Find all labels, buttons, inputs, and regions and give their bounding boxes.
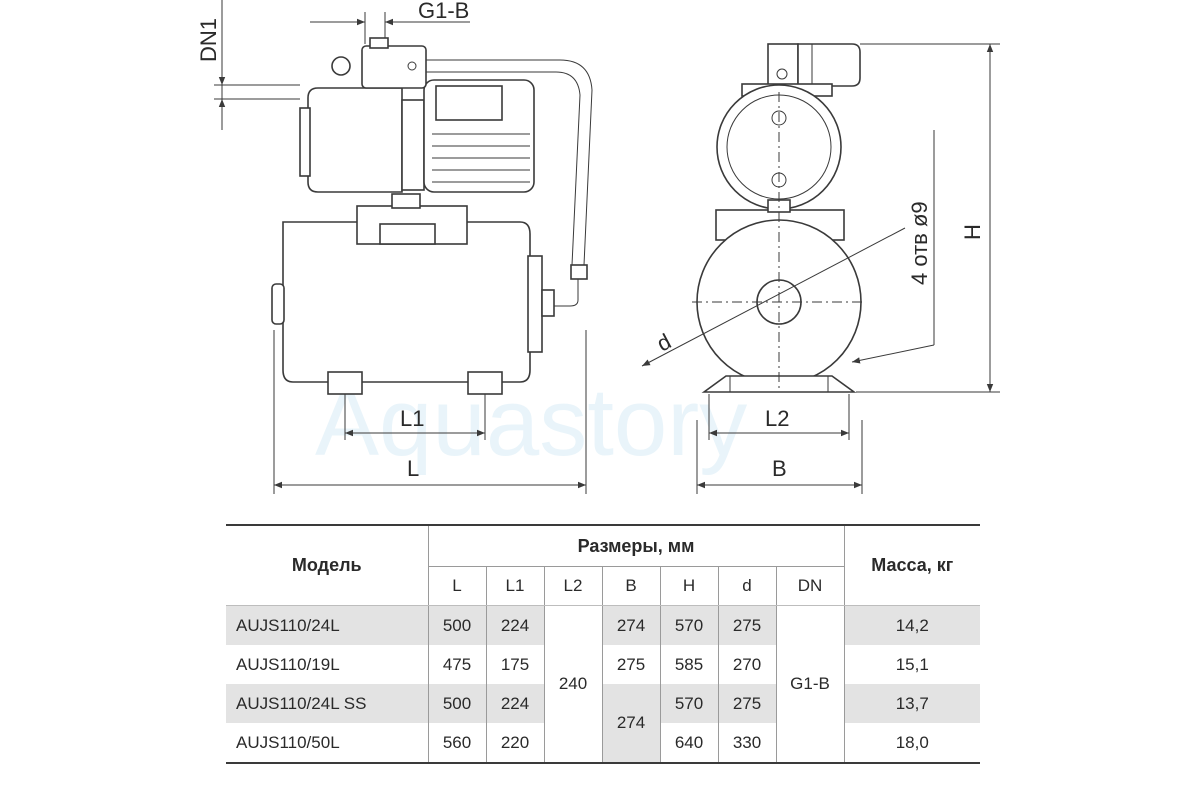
technical-drawing: Aquastory <box>196 0 1000 494</box>
cell-d: 275 <box>717 605 776 645</box>
cell-l: 560 <box>427 723 486 764</box>
col-header-h: H <box>659 566 718 606</box>
cell-model: AUJS110/24L SS <box>226 684 428 723</box>
col-header-b: B <box>601 566 660 606</box>
side-flange-nipple <box>541 289 555 317</box>
cell-l1: 175 <box>485 645 544 684</box>
side-switch-nut <box>369 37 389 49</box>
side-tank-cap <box>271 283 285 325</box>
col-header-l1: L1 <box>485 566 544 606</box>
side-foot-right <box>467 371 503 395</box>
side-hose-fitting <box>570 264 588 280</box>
col-header-l: L <box>427 566 486 606</box>
side-gauge <box>331 56 351 76</box>
cell-l2-merged: 240 <box>543 605 602 764</box>
side-bracket-post <box>391 193 421 209</box>
specifications-table: Модель Размеры, мм Масса, кг L L1 L2 B H… <box>226 524 980 764</box>
table-row: AUJS110/24L 500 224 240 274 570 275 G1-B… <box>226 605 980 764</box>
cell-l: 500 <box>427 605 486 645</box>
l-label: L <box>407 456 419 481</box>
side-view <box>271 37 593 395</box>
cell-mass: 15,1 <box>843 645 980 684</box>
front-switch-body <box>797 43 861 87</box>
cell-model: AUJS110/50L <box>226 723 428 764</box>
cell-mass: 13,7 <box>843 684 980 723</box>
table-row: AUJS110/19L 475 175 275 585 270 15,1 <box>226 645 980 684</box>
col-header-l2: L2 <box>543 566 602 606</box>
b-label: B <box>772 456 787 481</box>
side-terminal-box <box>435 85 503 121</box>
front-switch-left <box>767 43 799 87</box>
watermark: Aquastory <box>315 369 747 476</box>
mass-header: Масса, кг <box>843 524 980 606</box>
cell-mass: 14,2 <box>843 605 980 645</box>
front-feet <box>701 375 857 393</box>
side-bracket-cut <box>379 223 436 245</box>
d-label: d <box>653 329 676 357</box>
dn1-label: DN1 <box>196 18 221 62</box>
cell-h: 640 <box>659 723 718 764</box>
cell-d: 275 <box>717 684 776 723</box>
cell-l1: 224 <box>485 684 544 723</box>
table-row: AUJS110/24L SS 500 224 274 570 275 13,7 <box>226 684 980 764</box>
cell-l1: 224 <box>485 605 544 645</box>
side-dimensions: DN1 G1-B L1 L <box>196 0 587 494</box>
side-flange <box>527 255 543 353</box>
side-pump-mid <box>401 99 425 191</box>
cell-h: 570 <box>659 684 718 723</box>
col-header-dn: DN <box>775 566 844 606</box>
h-label: H <box>960 224 985 240</box>
side-pump-body <box>307 87 403 193</box>
front-view <box>692 43 866 393</box>
g1b-label: G1-B <box>418 0 469 23</box>
col-header-d: d <box>717 566 776 606</box>
cell-mass: 18,0 <box>843 723 980 764</box>
dimensions-header: Размеры, мм <box>427 524 844 567</box>
cell-b: 275 <box>601 645 660 684</box>
l2-label: L2 <box>765 406 789 431</box>
cell-dn-merged: G1-B <box>775 605 844 764</box>
cell-h: 585 <box>659 645 718 684</box>
side-pump-inlet <box>299 107 311 177</box>
cell-l: 475 <box>427 645 486 684</box>
cell-model: AUJS110/19L <box>236 654 340 674</box>
cell-l1: 220 <box>485 723 544 764</box>
side-pressure-switch <box>361 45 427 89</box>
cell-h: 570 <box>659 605 718 645</box>
cell-b-merged: 274 <box>601 684 660 764</box>
holes-label: 4 отв ø9 <box>907 201 932 285</box>
cell-d: 330 <box>717 723 776 764</box>
table-row: AUJS110/50L 560 220 640 330 18,0 <box>226 723 980 764</box>
side-foot-left <box>327 371 363 395</box>
cell-model: AUJS110/24L <box>226 605 428 645</box>
l1-label: L1 <box>400 406 424 431</box>
cell-b: 274 <box>601 605 660 645</box>
side-tank <box>282 221 531 383</box>
cell-d: 270 <box>717 645 776 684</box>
model-header: Модель <box>226 524 428 606</box>
cell-l: 500 <box>427 684 486 723</box>
